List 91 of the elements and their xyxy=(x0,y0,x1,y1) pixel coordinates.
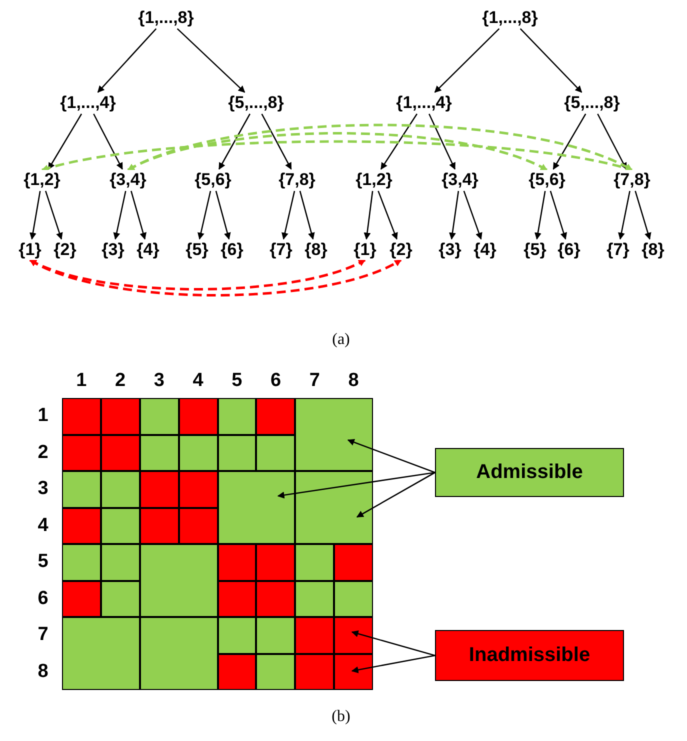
matrix-block xyxy=(295,471,373,544)
arrow xyxy=(378,190,398,240)
arrow xyxy=(520,28,582,93)
set-label: {3} xyxy=(438,240,462,260)
leader-arrow xyxy=(277,472,436,499)
set-label: {1,2} xyxy=(354,170,394,190)
row-number: 2 xyxy=(38,442,48,464)
arrow xyxy=(97,28,157,93)
set-label: {5,6} xyxy=(194,170,232,190)
set-label: {7,8} xyxy=(612,170,652,190)
set-label: {2} xyxy=(52,240,78,260)
set-label: {6} xyxy=(556,240,582,260)
set-label: {1} xyxy=(352,240,378,260)
set-label: {1,...,8} xyxy=(481,8,539,28)
set-label: {3,4} xyxy=(108,170,148,190)
arrow xyxy=(552,114,586,170)
leader-arrow xyxy=(351,630,436,656)
matrix-block xyxy=(218,471,296,544)
matrix-block xyxy=(334,617,373,654)
arrow xyxy=(597,114,627,170)
arrow xyxy=(282,190,296,240)
matrix-block xyxy=(295,398,373,471)
column-number: 4 xyxy=(192,370,204,392)
row-number: 3 xyxy=(38,478,48,500)
arrow xyxy=(463,190,482,240)
arrow xyxy=(44,190,63,240)
set-label: {3,4} xyxy=(440,170,480,190)
row-number: 8 xyxy=(38,660,48,683)
set-label: {5} xyxy=(184,240,210,260)
set-label: {4} xyxy=(136,240,160,260)
set-label: {8} xyxy=(304,240,328,260)
arrow xyxy=(130,190,146,240)
category-box: Inadmissible xyxy=(435,630,624,681)
set-label: {7} xyxy=(606,240,630,260)
category-box: Admissible xyxy=(435,448,624,497)
set-label: {5} xyxy=(522,240,548,260)
arrow xyxy=(380,113,418,170)
set-label: {1,...,8} xyxy=(137,8,195,28)
set-label: {8} xyxy=(640,240,666,260)
column-number: 6 xyxy=(270,370,282,392)
set-label: {1,2} xyxy=(22,170,62,190)
arrow xyxy=(113,190,126,240)
column-number: 3 xyxy=(154,370,164,392)
arrow xyxy=(215,190,231,240)
arrow xyxy=(449,190,460,240)
arrow xyxy=(364,190,374,240)
leader-arrow xyxy=(347,438,436,474)
set-label: {1} xyxy=(18,240,42,260)
column-number: 7 xyxy=(309,370,320,392)
set-label: {5,...,8} xyxy=(227,93,285,113)
leader-arrow xyxy=(351,654,436,674)
set-label: {5,6} xyxy=(528,170,566,190)
subfigure-caption: (a) xyxy=(332,331,350,349)
arrow xyxy=(218,114,250,170)
leader-arrow xyxy=(356,472,436,518)
arrow xyxy=(634,190,652,240)
row-number: 4 xyxy=(38,514,48,537)
arrow xyxy=(434,28,500,93)
matrix-block xyxy=(334,654,373,690)
arrow xyxy=(176,28,246,93)
set-label: {7} xyxy=(268,240,294,260)
row-number: 5 xyxy=(38,551,48,574)
arrow xyxy=(428,114,456,170)
set-label: {1,...,4} xyxy=(395,93,453,113)
set-label: {3} xyxy=(100,240,126,260)
set-label: {2} xyxy=(388,240,414,260)
arrow xyxy=(550,190,567,240)
arrow xyxy=(48,114,82,170)
double-arrow xyxy=(41,140,633,172)
arrow xyxy=(534,190,546,240)
subfigure-caption: (b) xyxy=(332,708,350,726)
arrow xyxy=(198,190,212,240)
arrow xyxy=(618,190,630,240)
set-label: {1,...,4} xyxy=(59,93,117,113)
row-number: 7 xyxy=(38,624,48,646)
column-number: 8 xyxy=(348,370,359,392)
double-arrow xyxy=(29,258,402,296)
row-number: 6 xyxy=(38,588,48,610)
arrow xyxy=(93,114,123,170)
column-number: 2 xyxy=(115,370,126,392)
column-number: 1 xyxy=(76,370,87,392)
double-arrow xyxy=(127,124,633,172)
arrow xyxy=(299,190,315,240)
set-label: {5,...,8} xyxy=(563,93,621,113)
row-number: 1 xyxy=(38,405,48,428)
column-number: 5 xyxy=(232,370,242,392)
set-label: {7,8} xyxy=(278,170,316,190)
arrow xyxy=(30,190,41,240)
arrow xyxy=(261,114,292,170)
set-label: {4} xyxy=(472,240,498,260)
set-label: {6} xyxy=(220,240,244,260)
